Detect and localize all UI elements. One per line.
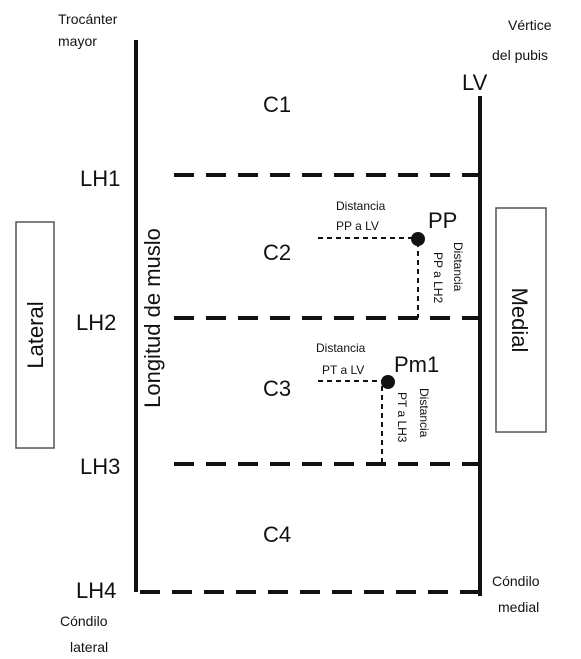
vertice-label-1: Vértice: [508, 17, 552, 33]
lv-label: LV: [462, 70, 488, 95]
dist-pt-lh3-label-2: PT a LH3: [395, 392, 409, 443]
condilo-lateral-label-2: lateral: [70, 639, 108, 655]
dist-pt-lh3-label-1: Distancia: [417, 388, 431, 438]
condilo-medial-label-1: Cóndilo: [492, 573, 540, 589]
dist-pp-lv-label-1: Distancia: [336, 199, 386, 213]
lh1-label: LH1: [80, 166, 120, 191]
pp-label: PP: [428, 208, 457, 233]
longitud-label: Longitud de muslo: [140, 228, 165, 408]
dist-pt-lv-label-2: PT a LV: [322, 363, 364, 377]
vertice-label-2: del pubis: [492, 47, 548, 63]
lateral-box: [15, 221, 55, 449]
lh3-label: LH3: [80, 454, 120, 479]
medial-box: [495, 207, 547, 433]
trocanter-label-2: mayor: [58, 33, 97, 49]
trocanter-label-1: Trocánter: [58, 11, 118, 27]
c1-label: C1: [263, 92, 291, 117]
pm1-label: Pm1: [394, 352, 439, 377]
condilo-medial-label-2: medial: [498, 599, 539, 615]
dist-pt-lv-label-1: Distancia: [316, 341, 366, 355]
pm1-point: [381, 375, 395, 389]
lh2-label: LH2: [76, 310, 116, 335]
dist-pp-lh2-label-2: PP a LH2: [431, 252, 445, 303]
c3-label: C3: [263, 376, 291, 401]
pp-point: [411, 232, 425, 246]
c2-label: C2: [263, 240, 291, 265]
medial-label: Medial: [507, 288, 532, 353]
lateral-label: Lateral: [23, 301, 48, 368]
lh4-label: LH4: [76, 578, 116, 603]
condilo-lateral-label-1: Cóndilo: [60, 613, 108, 629]
dist-pp-lv-label-2: PP a LV: [336, 219, 379, 233]
c4-label: C4: [263, 522, 291, 547]
dist-pp-lh2-label-1: Distancia: [451, 242, 465, 292]
